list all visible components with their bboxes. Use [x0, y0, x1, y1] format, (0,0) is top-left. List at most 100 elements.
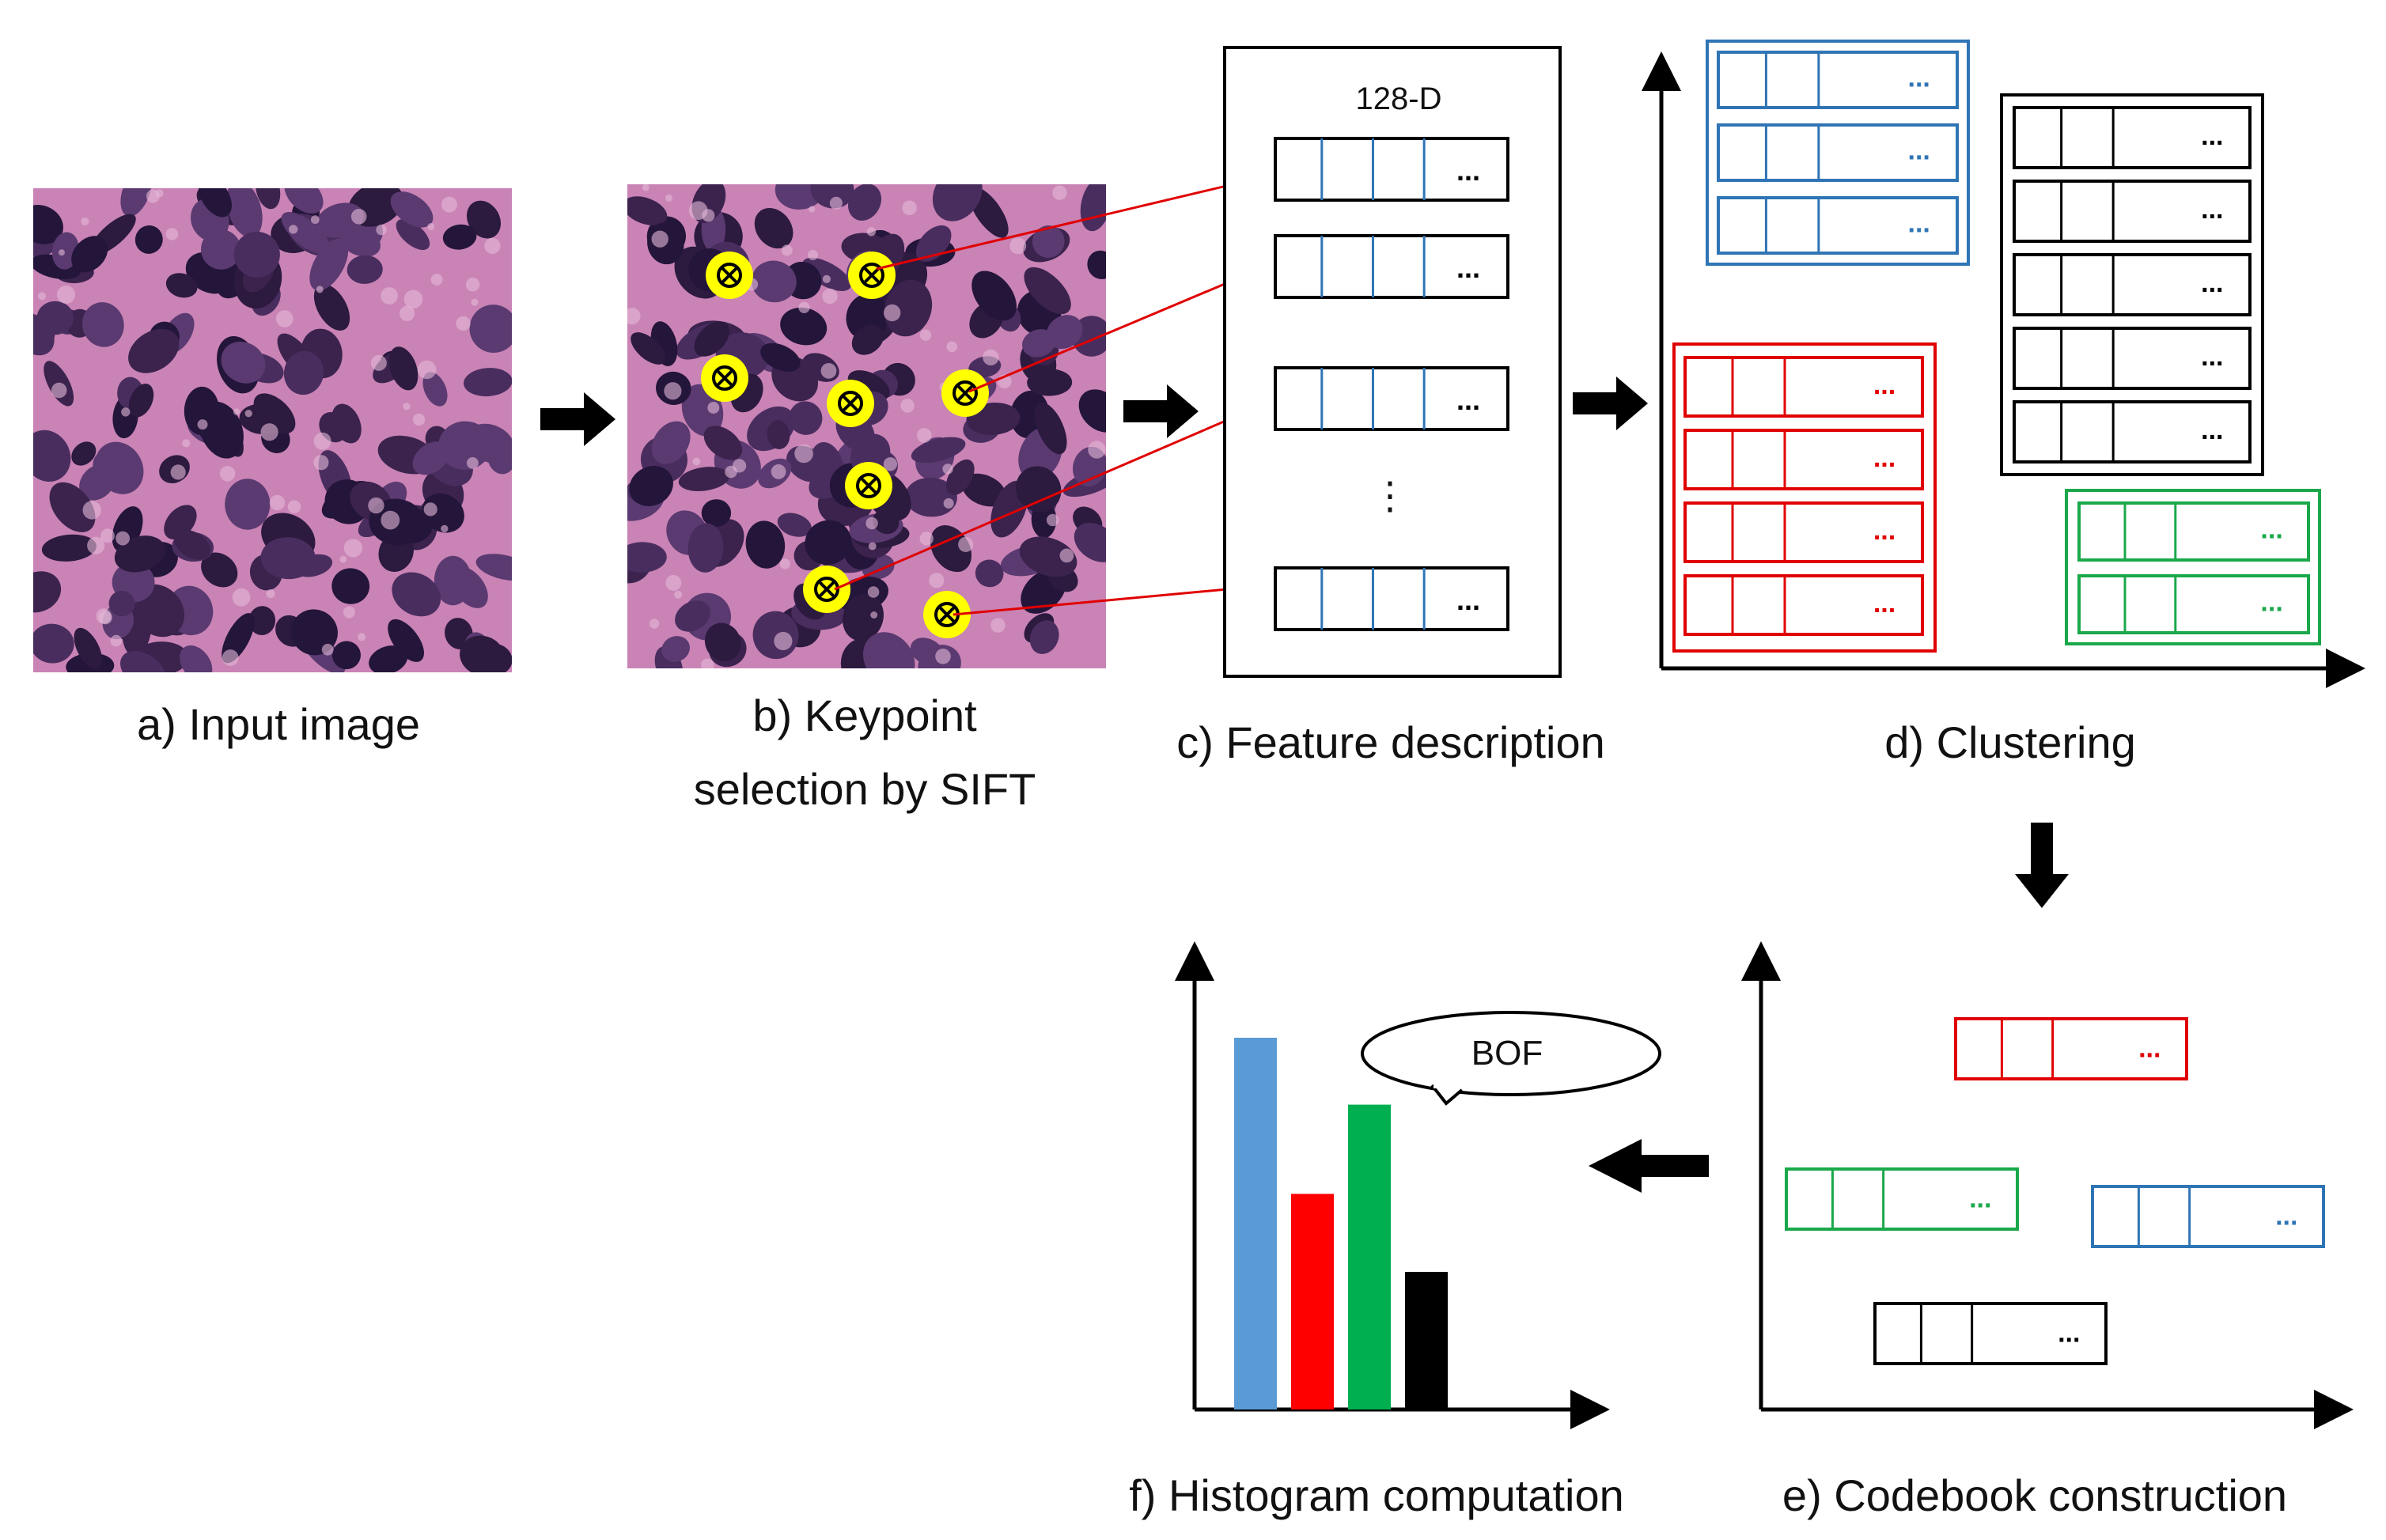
- tissue-highlight: [642, 184, 650, 191]
- cell-nucleus: [316, 202, 364, 238]
- tissue-highlight: [935, 649, 951, 664]
- tissue-highlight: [313, 432, 331, 450]
- cell-nucleus: [290, 609, 338, 656]
- cluster-member: ...: [2077, 574, 2310, 634]
- ellipsis-text: ...: [2201, 415, 2223, 445]
- cell-nucleus: [281, 211, 331, 255]
- cell-nucleus: [450, 566, 488, 608]
- cell-nucleus: [438, 421, 492, 471]
- codebook-axes: [1741, 941, 2354, 1429]
- ellipsis-text: ...: [1456, 154, 1480, 187]
- keypoint-marker-icon: [706, 252, 753, 299]
- tissue-highlight: [321, 643, 334, 656]
- cell-nucleus: [810, 184, 854, 209]
- tissue-highlight: [289, 225, 298, 234]
- tissue-highlight: [376, 224, 387, 236]
- cell-nucleus: [33, 623, 74, 664]
- tissue-highlight: [794, 444, 813, 464]
- tissue-highlight: [983, 349, 999, 365]
- cell-nucleus: [1034, 402, 1067, 455]
- cell-nucleus: [1024, 267, 1071, 315]
- cluster-green: ......: [2065, 489, 2321, 645]
- cell-nucleus: [629, 466, 673, 506]
- tissue-highlight: [316, 286, 324, 293]
- cell-nucleus: [108, 590, 135, 617]
- cell-nucleus: [704, 622, 741, 662]
- cell-nucleus: [777, 513, 812, 537]
- connector-arrow: [968, 263, 1272, 393]
- caption-keypoint-line2: selection by SIFT: [694, 764, 1036, 814]
- cell-nucleus: [627, 542, 667, 573]
- cell-nucleus: [1021, 329, 1056, 358]
- cell-nucleus: [256, 188, 281, 210]
- cell-nucleus: [789, 401, 823, 435]
- cell-nucleus: [41, 534, 97, 562]
- tissue-highlight: [829, 196, 843, 210]
- tissue-highlight: [822, 274, 831, 283]
- keypoint-marker-icon: [923, 591, 971, 638]
- tissue-highlight: [287, 500, 301, 513]
- cluster-groups: ........................................…: [1672, 40, 2321, 653]
- cell-nucleus: [390, 191, 434, 228]
- tissue-highlight: [59, 249, 65, 256]
- histogram-bar-black: [1405, 1272, 1448, 1409]
- tissue-highlight: [350, 209, 367, 225]
- cluster-member: ...: [2013, 106, 2252, 169]
- tissue-highlight: [121, 407, 131, 417]
- cell-nucleus: [780, 307, 828, 346]
- tissue-highlight: [456, 316, 471, 331]
- cell-nucleus: [1032, 225, 1065, 258]
- input-image: [33, 188, 512, 672]
- keypoint-image: [627, 184, 1106, 668]
- cluster-member: ...: [2013, 180, 2252, 243]
- tissue-highlight: [946, 341, 958, 353]
- cell-nucleus: [911, 437, 966, 464]
- cell-nucleus: [332, 641, 361, 670]
- left-arrow-icon: [1589, 1139, 1709, 1193]
- cell-nucleus: [198, 188, 232, 218]
- cluster-member: ...: [1683, 501, 1924, 563]
- cell-nucleus: [233, 231, 280, 278]
- tissue-highlight: [313, 455, 329, 471]
- cell-nucleus: [760, 342, 801, 373]
- cell-nucleus: [460, 635, 505, 672]
- cell-nucleus: [1029, 620, 1059, 654]
- dimension-label: 128-D: [1356, 81, 1442, 116]
- ellipsis-text: ...: [2260, 515, 2282, 545]
- tissue-highlight: [1059, 548, 1074, 563]
- cell-nucleus: [862, 632, 915, 668]
- tissue-highlight: [867, 586, 880, 598]
- caption-codebook-construction: e) Codebook construction: [1782, 1470, 2287, 1520]
- cell-nucleus: [1027, 369, 1073, 396]
- tissue-highlight: [412, 413, 426, 426]
- tissue-highlight: [232, 588, 251, 607]
- cluster-member: ...: [2077, 501, 2310, 562]
- tissue-highlight: [165, 228, 179, 240]
- codeword-box: ...: [1954, 1017, 2188, 1080]
- tissue-highlight: [182, 439, 191, 448]
- tissue-highlight: [100, 528, 115, 543]
- tissue-highlight: [233, 408, 240, 415]
- tissue-highlight: [381, 287, 398, 305]
- cluster-blue: .........: [1706, 40, 1970, 266]
- cell-nucleus: [347, 255, 383, 284]
- tissue-highlight: [51, 382, 67, 399]
- tissue-highlight: [798, 301, 810, 313]
- cell-nucleus: [283, 350, 324, 395]
- keypoint-marker-icon: [941, 369, 989, 417]
- histogram-bar-blue: [1234, 1038, 1277, 1409]
- keypoint-marker-icon: [827, 380, 874, 427]
- cell-nucleus: [466, 200, 502, 239]
- tissue-highlight: [919, 329, 932, 341]
- tissue-highlight: [1046, 513, 1059, 527]
- cell-nucleus: [745, 520, 786, 569]
- tissue-highlight: [399, 305, 415, 321]
- tissue-highlight: [929, 573, 945, 588]
- tissue-highlight: [733, 459, 747, 473]
- cell-nucleus: [226, 188, 263, 238]
- cell-nucleus: [975, 559, 1004, 588]
- keypoint-marker-icon: [845, 462, 892, 509]
- tissue-highlight: [674, 590, 683, 599]
- ellipsis-text: ...: [1908, 135, 1930, 165]
